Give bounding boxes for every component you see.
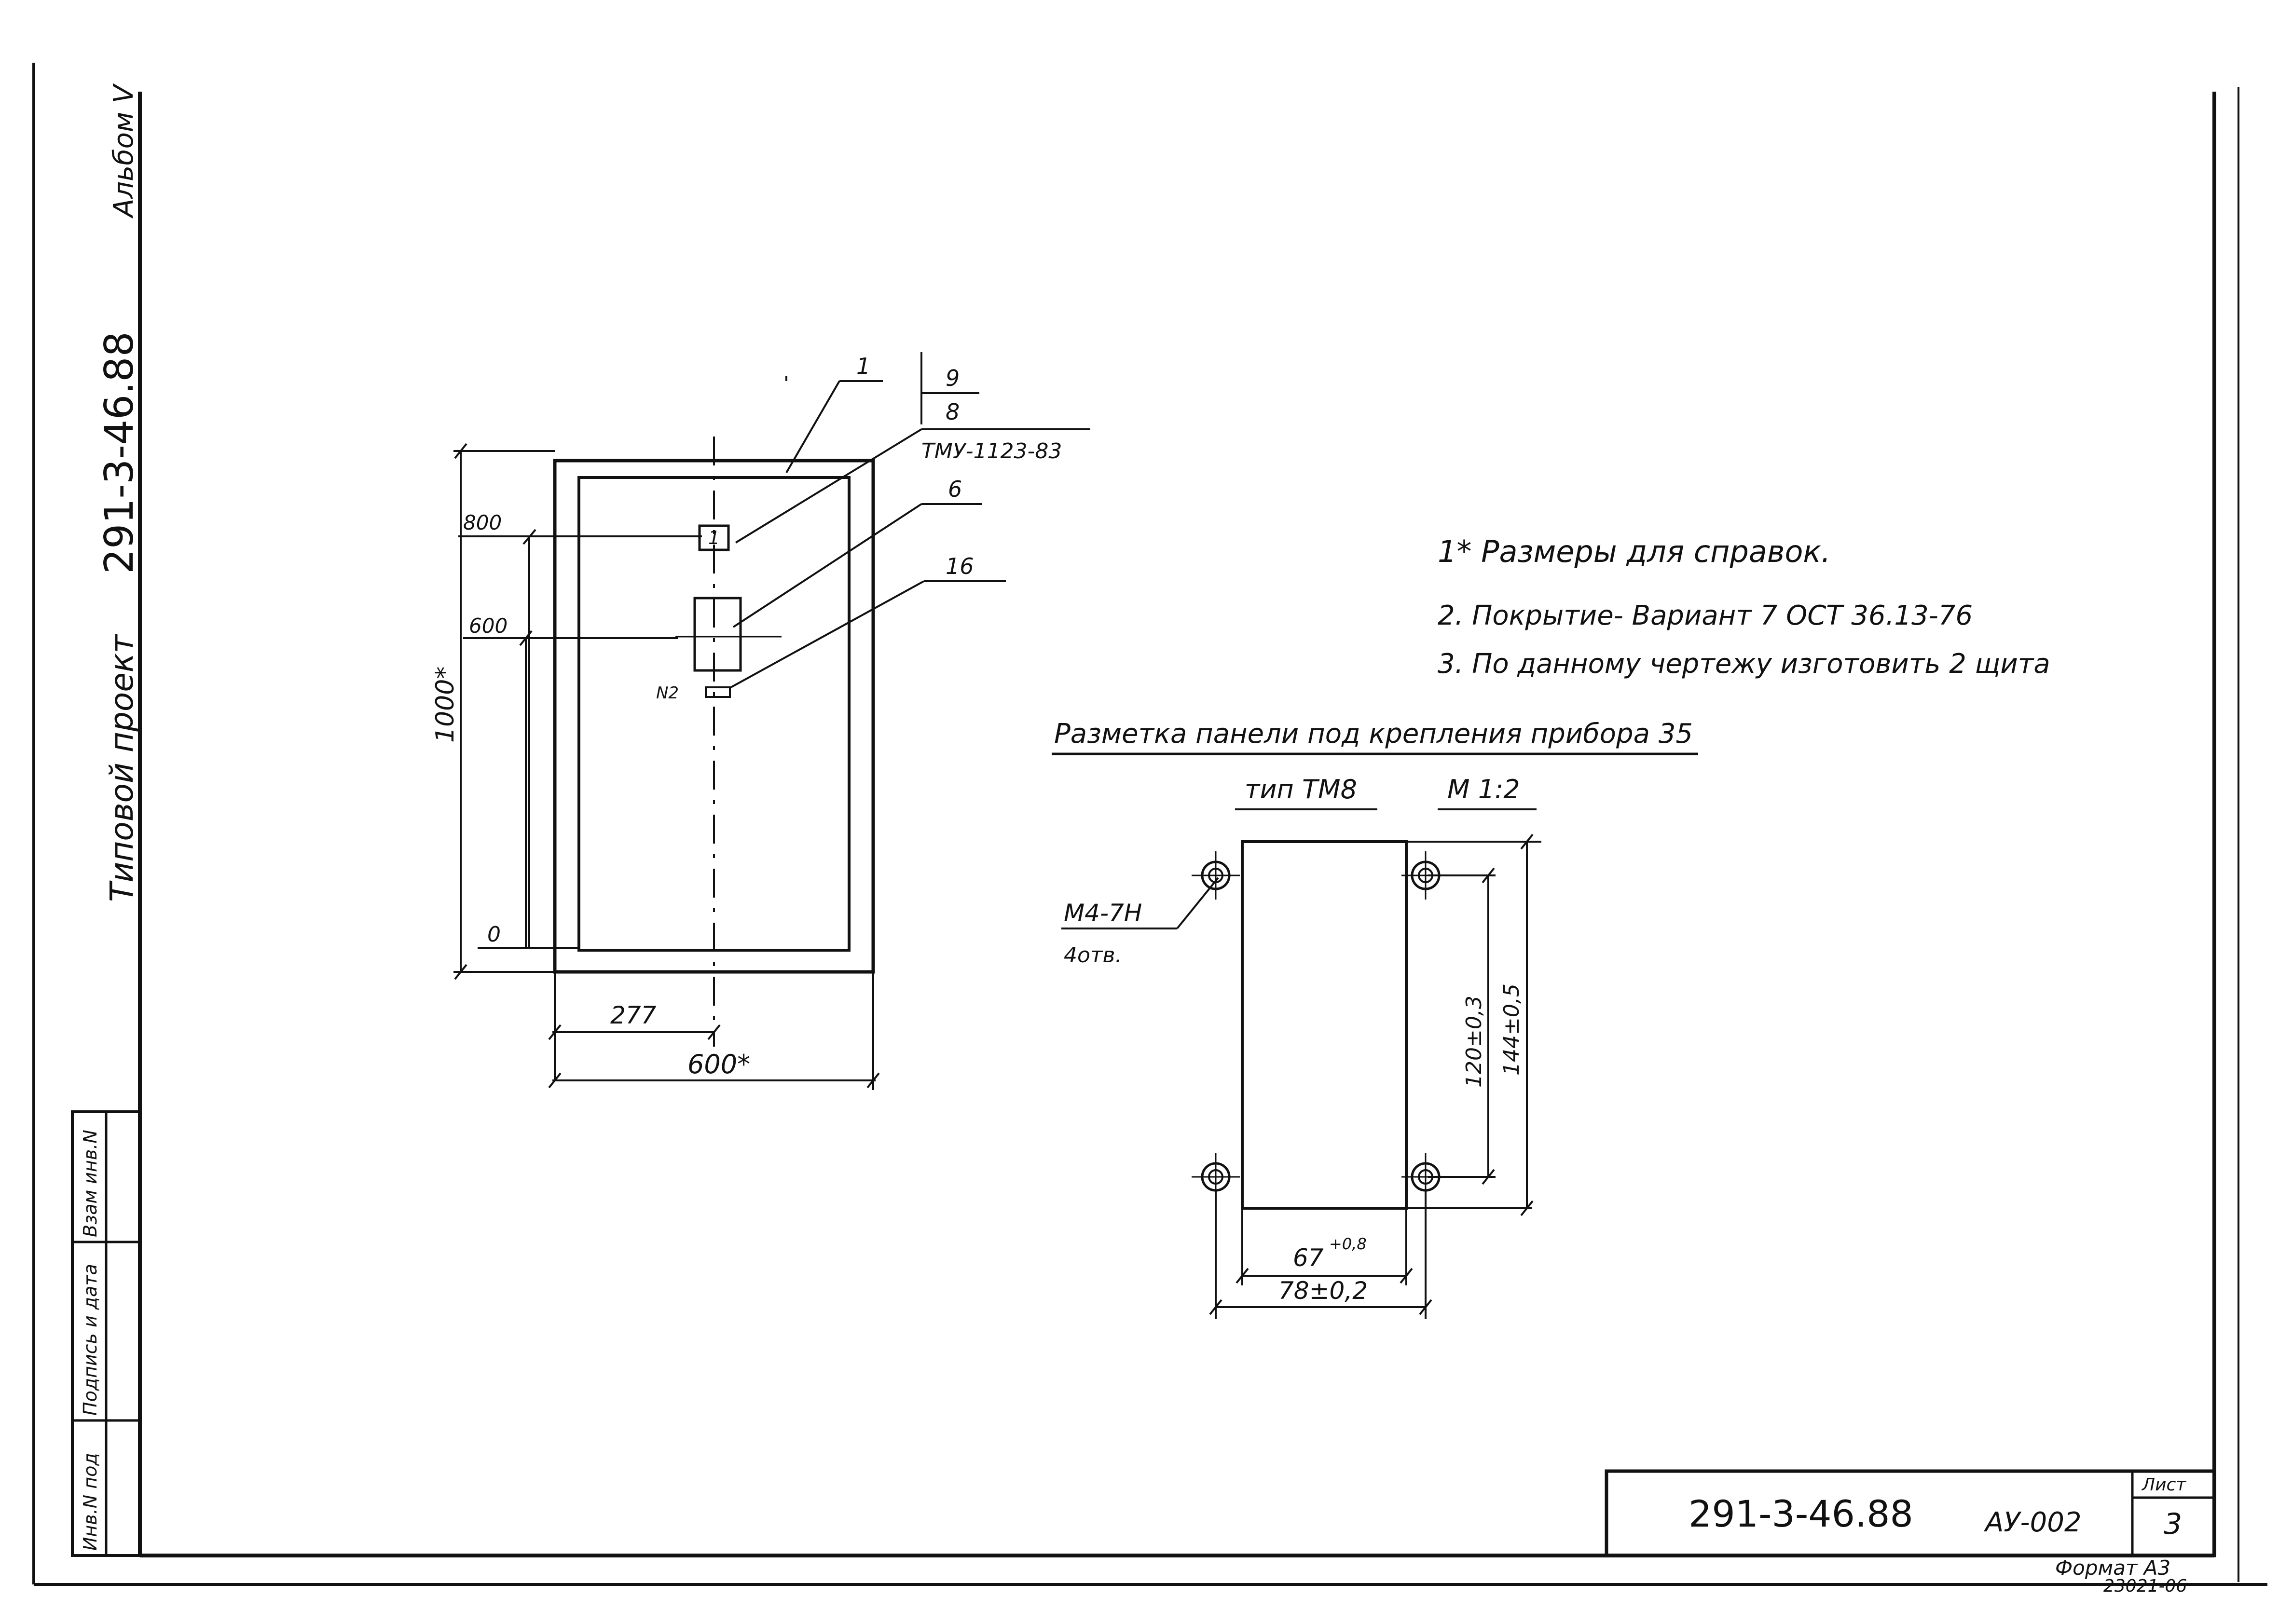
sheet-label: Лист <box>2141 1475 2186 1495</box>
callout-8: 8 <box>946 399 960 425</box>
v-inner-dim-label: 120±0,3 <box>1462 996 1486 1088</box>
nameplate <box>705 686 731 698</box>
format-label: Формат А3 <box>2055 1556 2170 1580</box>
device-1-label: 1 <box>708 527 720 548</box>
device-6 <box>693 597 742 672</box>
project-label-vertical: Типовой проект <box>103 633 140 902</box>
side-stamp-cell-1: Инв.N под <box>80 1453 101 1551</box>
mounting-hole-bottom-left <box>1192 1153 1240 1201</box>
v-outer-dim-label: 144±0,5 <box>1499 983 1524 1076</box>
margin-labels: Альбом V 291-3-46.88 Типовой проект <box>96 83 142 902</box>
device-1 <box>698 524 730 551</box>
holes-label: 4отв. <box>1064 943 1122 968</box>
callout-9: 9 <box>946 365 960 391</box>
marking-type-label: тип ТМ8 <box>1245 774 1357 805</box>
mounting-hole-top-left <box>1192 851 1240 900</box>
panel-drawing: 1 N2 800 600 0 1000* 277 <box>431 352 1090 1090</box>
project-code-vertical: 291-3-46.88 <box>96 331 142 574</box>
callout-standard: ТМУ-1123-83 <box>921 439 1062 464</box>
callout-6: 6 <box>948 476 962 502</box>
side-stamp-cell-3: Взам инв.N <box>80 1130 101 1237</box>
title-block-code: 291-3-46.88 <box>1689 1492 1913 1535</box>
h-inner-dim-label: 67 <box>1293 1244 1324 1272</box>
sheet-number: 3 <box>2164 1507 2182 1541</box>
nameplate-label: N2 <box>656 683 679 703</box>
order-number: 23021-06 <box>2103 1576 2187 1596</box>
level-600-label: 600 <box>469 614 508 638</box>
callout-16: 16 <box>946 553 974 579</box>
width-dim-label: 600* <box>687 1049 750 1079</box>
h-inner-tolerance: +0,8 <box>1329 1235 1367 1253</box>
marking-detail: Разметка панели под крепления прибора 35… <box>1052 718 1698 1319</box>
instrument-outline <box>1241 840 1408 1210</box>
title-block: 291-3-46.88 АУ-002 Лист 3 Формат А3 2302… <box>1605 1469 2216 1596</box>
callout-1: 1 <box>856 353 870 379</box>
note-2: 2. Покрытие- Вариант 7 ОСТ 36.13-76 <box>1438 600 1973 631</box>
notes: 1* Размеры для справок. 2. Покрытие- Вар… <box>1438 534 2050 680</box>
height-dim-label: 1000* <box>431 667 460 743</box>
album-label: Альбом V <box>108 83 139 218</box>
level-0-label: 0 <box>487 922 501 947</box>
note-1: 1* Размеры для справок. <box>1438 534 1831 569</box>
marking-title: Разметка панели под крепления прибора 35 <box>1054 718 1693 750</box>
thread-label: М4-7Н <box>1064 899 1142 927</box>
h-outer-dim-label: 78±0,2 <box>1278 1277 1368 1305</box>
marking-scale-label: М 1:2 <box>1447 774 1520 805</box>
side-stamp-cell-2: Подпись и дата <box>80 1264 101 1416</box>
level-800-label: 800 <box>463 511 502 534</box>
offset-dim-label: 277 <box>610 1001 657 1029</box>
side-stamp: Инв.N под Подпись и дата Взам инв.N <box>71 1110 141 1557</box>
note-3: 3. По данному чертежу изготовить 2 щита <box>1438 648 2050 680</box>
title-block-doc: АУ-002 <box>1984 1507 2082 1538</box>
sheet-frame <box>32 63 2267 1586</box>
